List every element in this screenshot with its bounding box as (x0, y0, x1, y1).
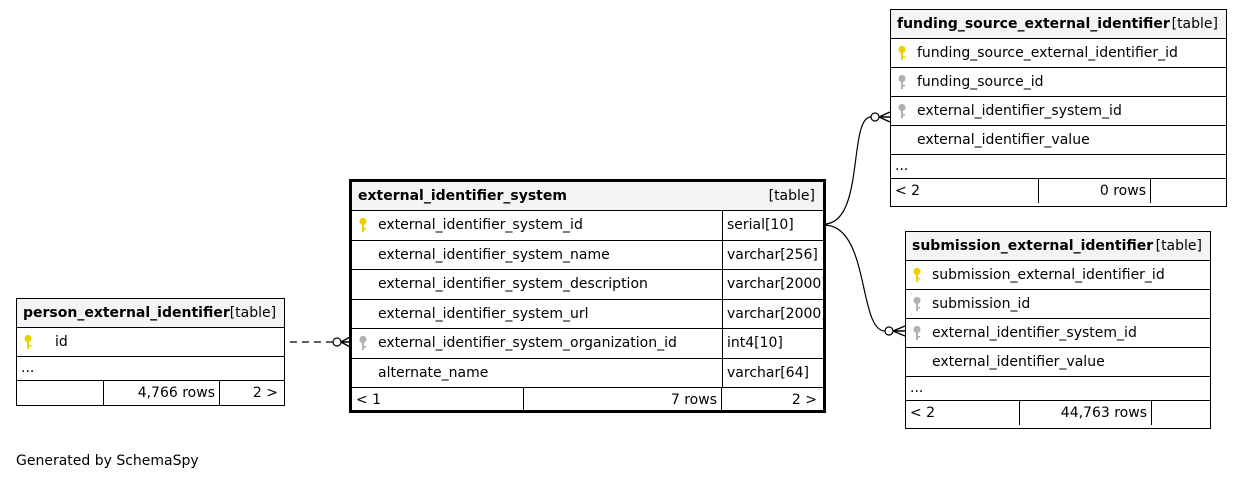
key-placeholder (352, 241, 374, 270)
key-placeholder (352, 270, 374, 299)
column-row[interactable]: external_identifier_system_id serial[10] (352, 211, 823, 241)
column-name: id (55, 334, 68, 350)
column-row[interactable]: funding_source_external_identifier_id (891, 39, 1226, 68)
more-columns-ellipsis: ... (17, 357, 284, 381)
table-footer: 4,766 rows 2 > (17, 381, 284, 405)
table-submission-external-identifier[interactable]: submission_external_identifier [table] s… (905, 231, 1211, 429)
more-columns-ellipsis: ... (906, 377, 1210, 401)
column-row[interactable]: alternate_name varchar[64] (352, 358, 823, 388)
column-name: external_identifier_system_id (917, 103, 1122, 119)
table-person-external-identifier[interactable]: person_external_identifier [table] id ..… (16, 298, 285, 406)
column-row[interactable]: external_identifier_system_id (906, 319, 1210, 348)
table-kind: [table] (1155, 238, 1202, 254)
column-name: funding_source_external_identifier_id (917, 45, 1178, 61)
children-count (1152, 401, 1210, 425)
column-row[interactable]: external_identifier_system_url varchar[20… (352, 299, 827, 329)
column-row[interactable]: external_identifier_system_organization_… (352, 329, 823, 359)
key-placeholder (352, 300, 374, 329)
column-row[interactable]: funding_source_id (891, 68, 1226, 97)
column-name: funding_source_id (917, 74, 1044, 90)
column-type: varchar[2000] (722, 299, 827, 328)
key-placeholder (891, 126, 913, 154)
edge-system-to-submission (823, 224, 906, 337)
parents-link[interactable]: < 1 (352, 388, 524, 412)
table-kind: [table] (1171, 16, 1218, 32)
table-name[interactable]: person_external_identifier (23, 305, 230, 321)
column-row[interactable]: external_identifier_value (906, 348, 1210, 377)
edge-person-to-system (290, 336, 351, 348)
column-row[interactable]: external_identifier_system_name varchar[2… (352, 240, 823, 270)
edge-system-to-funding (823, 111, 891, 225)
primary-key-icon (352, 211, 374, 240)
column-type: varchar[256] (722, 240, 823, 269)
column-row[interactable]: external_identifier_system_description va… (352, 270, 827, 300)
foreign-key-icon (906, 319, 928, 347)
column-name: external_identifier_system_organization_… (378, 335, 677, 352)
table-header: funding_source_external_identifier [tabl… (891, 10, 1226, 39)
column-name: external_identifier_system_id (378, 217, 583, 234)
column-row[interactable]: submission_id (906, 290, 1210, 319)
parents-count (17, 381, 104, 405)
table-funding-source-external-identifier[interactable]: funding_source_external_identifier [tabl… (890, 9, 1227, 207)
more-columns-ellipsis: ... (891, 155, 1226, 179)
table-kind: [table] (229, 305, 277, 321)
row-count: 0 rows (1039, 179, 1151, 203)
column-name: external_identifier_value (932, 354, 1105, 370)
column-type: int4[10] (722, 329, 823, 358)
column-name: external_identifier_system_id (932, 325, 1137, 341)
column-name: external_identifier_value (917, 132, 1090, 148)
row-count: 44,763 rows (1020, 401, 1152, 425)
foreign-key-icon (352, 329, 374, 358)
key-placeholder (906, 348, 928, 376)
table-footer: < 2 44,763 rows (906, 401, 1210, 425)
row-count: 7 rows (524, 388, 722, 412)
row-count: 4,766 rows (104, 381, 220, 405)
column-type: varchar[2000] (722, 270, 827, 299)
parents-link[interactable]: < 2 (891, 179, 1039, 203)
column-type: varchar[64] (722, 358, 823, 387)
table-external-identifier-system[interactable]: external_identifier_system [table] exter… (349, 179, 827, 413)
column-name: alternate_name (378, 364, 489, 381)
table-footer: < 1 7 rows 2 > (352, 388, 823, 412)
foreign-key-icon (891, 97, 913, 125)
column-row[interactable]: external_identifier_value (891, 126, 1226, 155)
column-type: serial[10] (722, 211, 823, 240)
parents-link[interactable]: < 2 (906, 401, 1020, 425)
primary-key-icon (891, 39, 913, 67)
column-row[interactable]: id (17, 328, 284, 357)
column-name: external_identifier_system_url (378, 305, 589, 322)
table-name[interactable]: funding_source_external_identifier (897, 16, 1170, 32)
primary-key-icon (17, 328, 39, 356)
children-count (1151, 179, 1226, 203)
table-kind: [table] (768, 188, 815, 204)
column-row[interactable]: external_identifier_system_id (891, 97, 1226, 126)
column-name: external_identifier_system_description (378, 276, 648, 293)
column-name: submission_id (932, 296, 1031, 312)
column-name: external_identifier_system_name (378, 246, 610, 263)
generated-by-label: Generated by SchemaSpy (16, 453, 199, 469)
table-header: external_identifier_system [table] (352, 182, 823, 211)
foreign-key-icon (906, 290, 928, 318)
table-name[interactable]: submission_external_identifier (912, 238, 1154, 254)
children-link[interactable]: 2 > (791, 392, 817, 408)
column-row[interactable]: submission_external_identifier_id (906, 261, 1210, 290)
column-name: submission_external_identifier_id (932, 267, 1165, 283)
key-placeholder (352, 359, 374, 388)
primary-key-icon (906, 261, 928, 289)
foreign-key-icon (891, 68, 913, 96)
table-name[interactable]: external_identifier_system (358, 188, 567, 204)
children-link[interactable]: 2 > (252, 385, 278, 401)
table-header: person_external_identifier [table] (17, 299, 284, 328)
table-header: submission_external_identifier [table] (906, 232, 1210, 261)
table-footer: < 2 0 rows (891, 179, 1226, 203)
